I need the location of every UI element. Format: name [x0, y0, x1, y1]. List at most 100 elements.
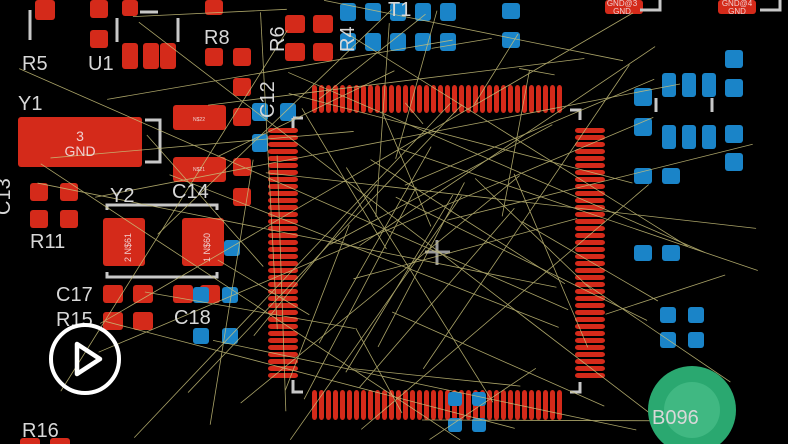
- qfp-pad-top[interactable]: [557, 85, 562, 113]
- qfp-pad-bottom[interactable]: [508, 390, 513, 420]
- qfp-pad-bottom[interactable]: [410, 390, 415, 420]
- qfp-pad-top[interactable]: [452, 85, 457, 113]
- smd-pad-bottom[interactable]: [702, 125, 716, 149]
- play-video-button[interactable]: [49, 323, 121, 395]
- smd-pad-bottom[interactable]: [280, 103, 296, 121]
- smd-pad-bottom[interactable]: [365, 33, 381, 51]
- qfp-pad-right[interactable]: [575, 317, 605, 322]
- qfp-pad-bottom[interactable]: [396, 390, 401, 420]
- qfp-pad-left[interactable]: [268, 338, 298, 343]
- smd-pad-bottom[interactable]: [252, 103, 268, 121]
- smd-pad[interactable]: [285, 43, 305, 61]
- smd-pad-bottom[interactable]: [688, 332, 704, 348]
- qfp-pad-right[interactable]: [575, 254, 605, 259]
- qfp-pad-bottom[interactable]: [326, 390, 331, 420]
- smd-pad[interactable]: [18, 117, 142, 167]
- smd-pad[interactable]: [313, 15, 333, 33]
- qfp-pad-top[interactable]: [438, 85, 443, 113]
- smd-pad[interactable]: [173, 285, 193, 303]
- smd-pad-bottom[interactable]: [725, 153, 743, 171]
- qfp-pad-right[interactable]: [575, 135, 605, 140]
- smd-pad-bottom[interactable]: [682, 125, 696, 149]
- qfp-pad-left[interactable]: [268, 247, 298, 252]
- qfp-pad-left[interactable]: [268, 345, 298, 350]
- smd-pad-bottom[interactable]: [472, 392, 486, 406]
- qfp-pad-bottom[interactable]: [340, 390, 345, 420]
- qfp-pad-right[interactable]: [575, 303, 605, 308]
- smd-pad-bottom[interactable]: [662, 125, 676, 149]
- qfp-pad-right[interactable]: [575, 226, 605, 231]
- qfp-pad-top[interactable]: [389, 85, 394, 113]
- smd-pad-bottom[interactable]: [365, 3, 381, 21]
- qfp-pad-right[interactable]: [575, 184, 605, 189]
- qfp-pad-bottom[interactable]: [319, 390, 324, 420]
- qfp-pad-top[interactable]: [340, 85, 345, 113]
- qfp-pad-right[interactable]: [575, 198, 605, 203]
- smd-pad-bottom[interactable]: [502, 3, 520, 19]
- qfp-pad-top[interactable]: [424, 85, 429, 113]
- qfp-pad-right[interactable]: [575, 128, 605, 133]
- qfp-pad-right[interactable]: [575, 282, 605, 287]
- smd-pad[interactable]: [205, 48, 223, 66]
- smd-pad[interactable]: [122, 43, 138, 69]
- qfp-pad-top[interactable]: [403, 85, 408, 113]
- qfp-pad-right[interactable]: [575, 296, 605, 301]
- smd-pad-bottom[interactable]: [340, 3, 356, 21]
- smd-pad[interactable]: [718, 0, 756, 14]
- smd-pad[interactable]: [30, 183, 48, 201]
- qfp-pad-bottom[interactable]: [543, 390, 548, 420]
- qfp-pad-right[interactable]: [575, 163, 605, 168]
- qfp-pad-right[interactable]: [575, 149, 605, 154]
- smd-pad-bottom[interactable]: [725, 50, 743, 68]
- qfp-pad-top[interactable]: [459, 85, 464, 113]
- smd-pad[interactable]: [103, 285, 123, 303]
- qfp-pad-top[interactable]: [417, 85, 422, 113]
- qfp-pad-right[interactable]: [575, 261, 605, 266]
- qfp-pad-right[interactable]: [575, 345, 605, 350]
- qfp-pad-bottom[interactable]: [389, 390, 394, 420]
- smd-pad[interactable]: [60, 210, 78, 228]
- smd-pad-bottom[interactable]: [193, 328, 209, 344]
- qfp-pad-bottom[interactable]: [536, 390, 541, 420]
- qfp-pad-right[interactable]: [575, 324, 605, 329]
- qfp-pad-top[interactable]: [515, 85, 520, 113]
- qfp-pad-bottom[interactable]: [529, 390, 534, 420]
- qfp-pad-left[interactable]: [268, 282, 298, 287]
- qfp-pad-bottom[interactable]: [361, 390, 366, 420]
- smd-pad-bottom[interactable]: [662, 168, 680, 184]
- smd-pad-bottom[interactable]: [252, 134, 268, 152]
- qfp-pad-bottom[interactable]: [501, 390, 506, 420]
- qfp-pad-left[interactable]: [268, 170, 298, 175]
- qfp-pad-left[interactable]: [268, 191, 298, 196]
- qfp-pad-right[interactable]: [575, 366, 605, 371]
- smd-pad[interactable]: [233, 158, 251, 176]
- qfp-pad-left[interactable]: [268, 310, 298, 315]
- qfp-pad-top[interactable]: [536, 85, 541, 113]
- smd-pad-bottom[interactable]: [634, 118, 652, 136]
- qfp-pad-right[interactable]: [575, 289, 605, 294]
- qfp-pad-left[interactable]: [268, 142, 298, 147]
- qfp-pad-left[interactable]: [268, 205, 298, 210]
- qfp-pad-bottom[interactable]: [417, 390, 422, 420]
- qfp-pad-right[interactable]: [575, 373, 605, 378]
- qfp-pad-top[interactable]: [480, 85, 485, 113]
- qfp-pad-right[interactable]: [575, 219, 605, 224]
- smd-pad[interactable]: [313, 43, 333, 61]
- qfp-pad-left[interactable]: [268, 233, 298, 238]
- smd-pad-bottom[interactable]: [660, 307, 676, 323]
- smd-pad[interactable]: [20, 438, 40, 444]
- qfp-pad-right[interactable]: [575, 233, 605, 238]
- smd-pad[interactable]: [30, 210, 48, 228]
- qfp-pad-left[interactable]: [268, 240, 298, 245]
- qfp-pad-left[interactable]: [268, 303, 298, 308]
- smd-pad-bottom[interactable]: [682, 73, 696, 97]
- smd-pad[interactable]: [173, 105, 226, 130]
- qfp-pad-right[interactable]: [575, 338, 605, 343]
- smd-pad[interactable]: [205, 0, 223, 15]
- smd-pad[interactable]: [35, 0, 55, 20]
- smd-pad-bottom[interactable]: [688, 307, 704, 323]
- qfp-pad-left[interactable]: [268, 254, 298, 259]
- smd-pad[interactable]: [605, 0, 643, 14]
- qfp-pad-right[interactable]: [575, 191, 605, 196]
- qfp-pad-top[interactable]: [550, 85, 555, 113]
